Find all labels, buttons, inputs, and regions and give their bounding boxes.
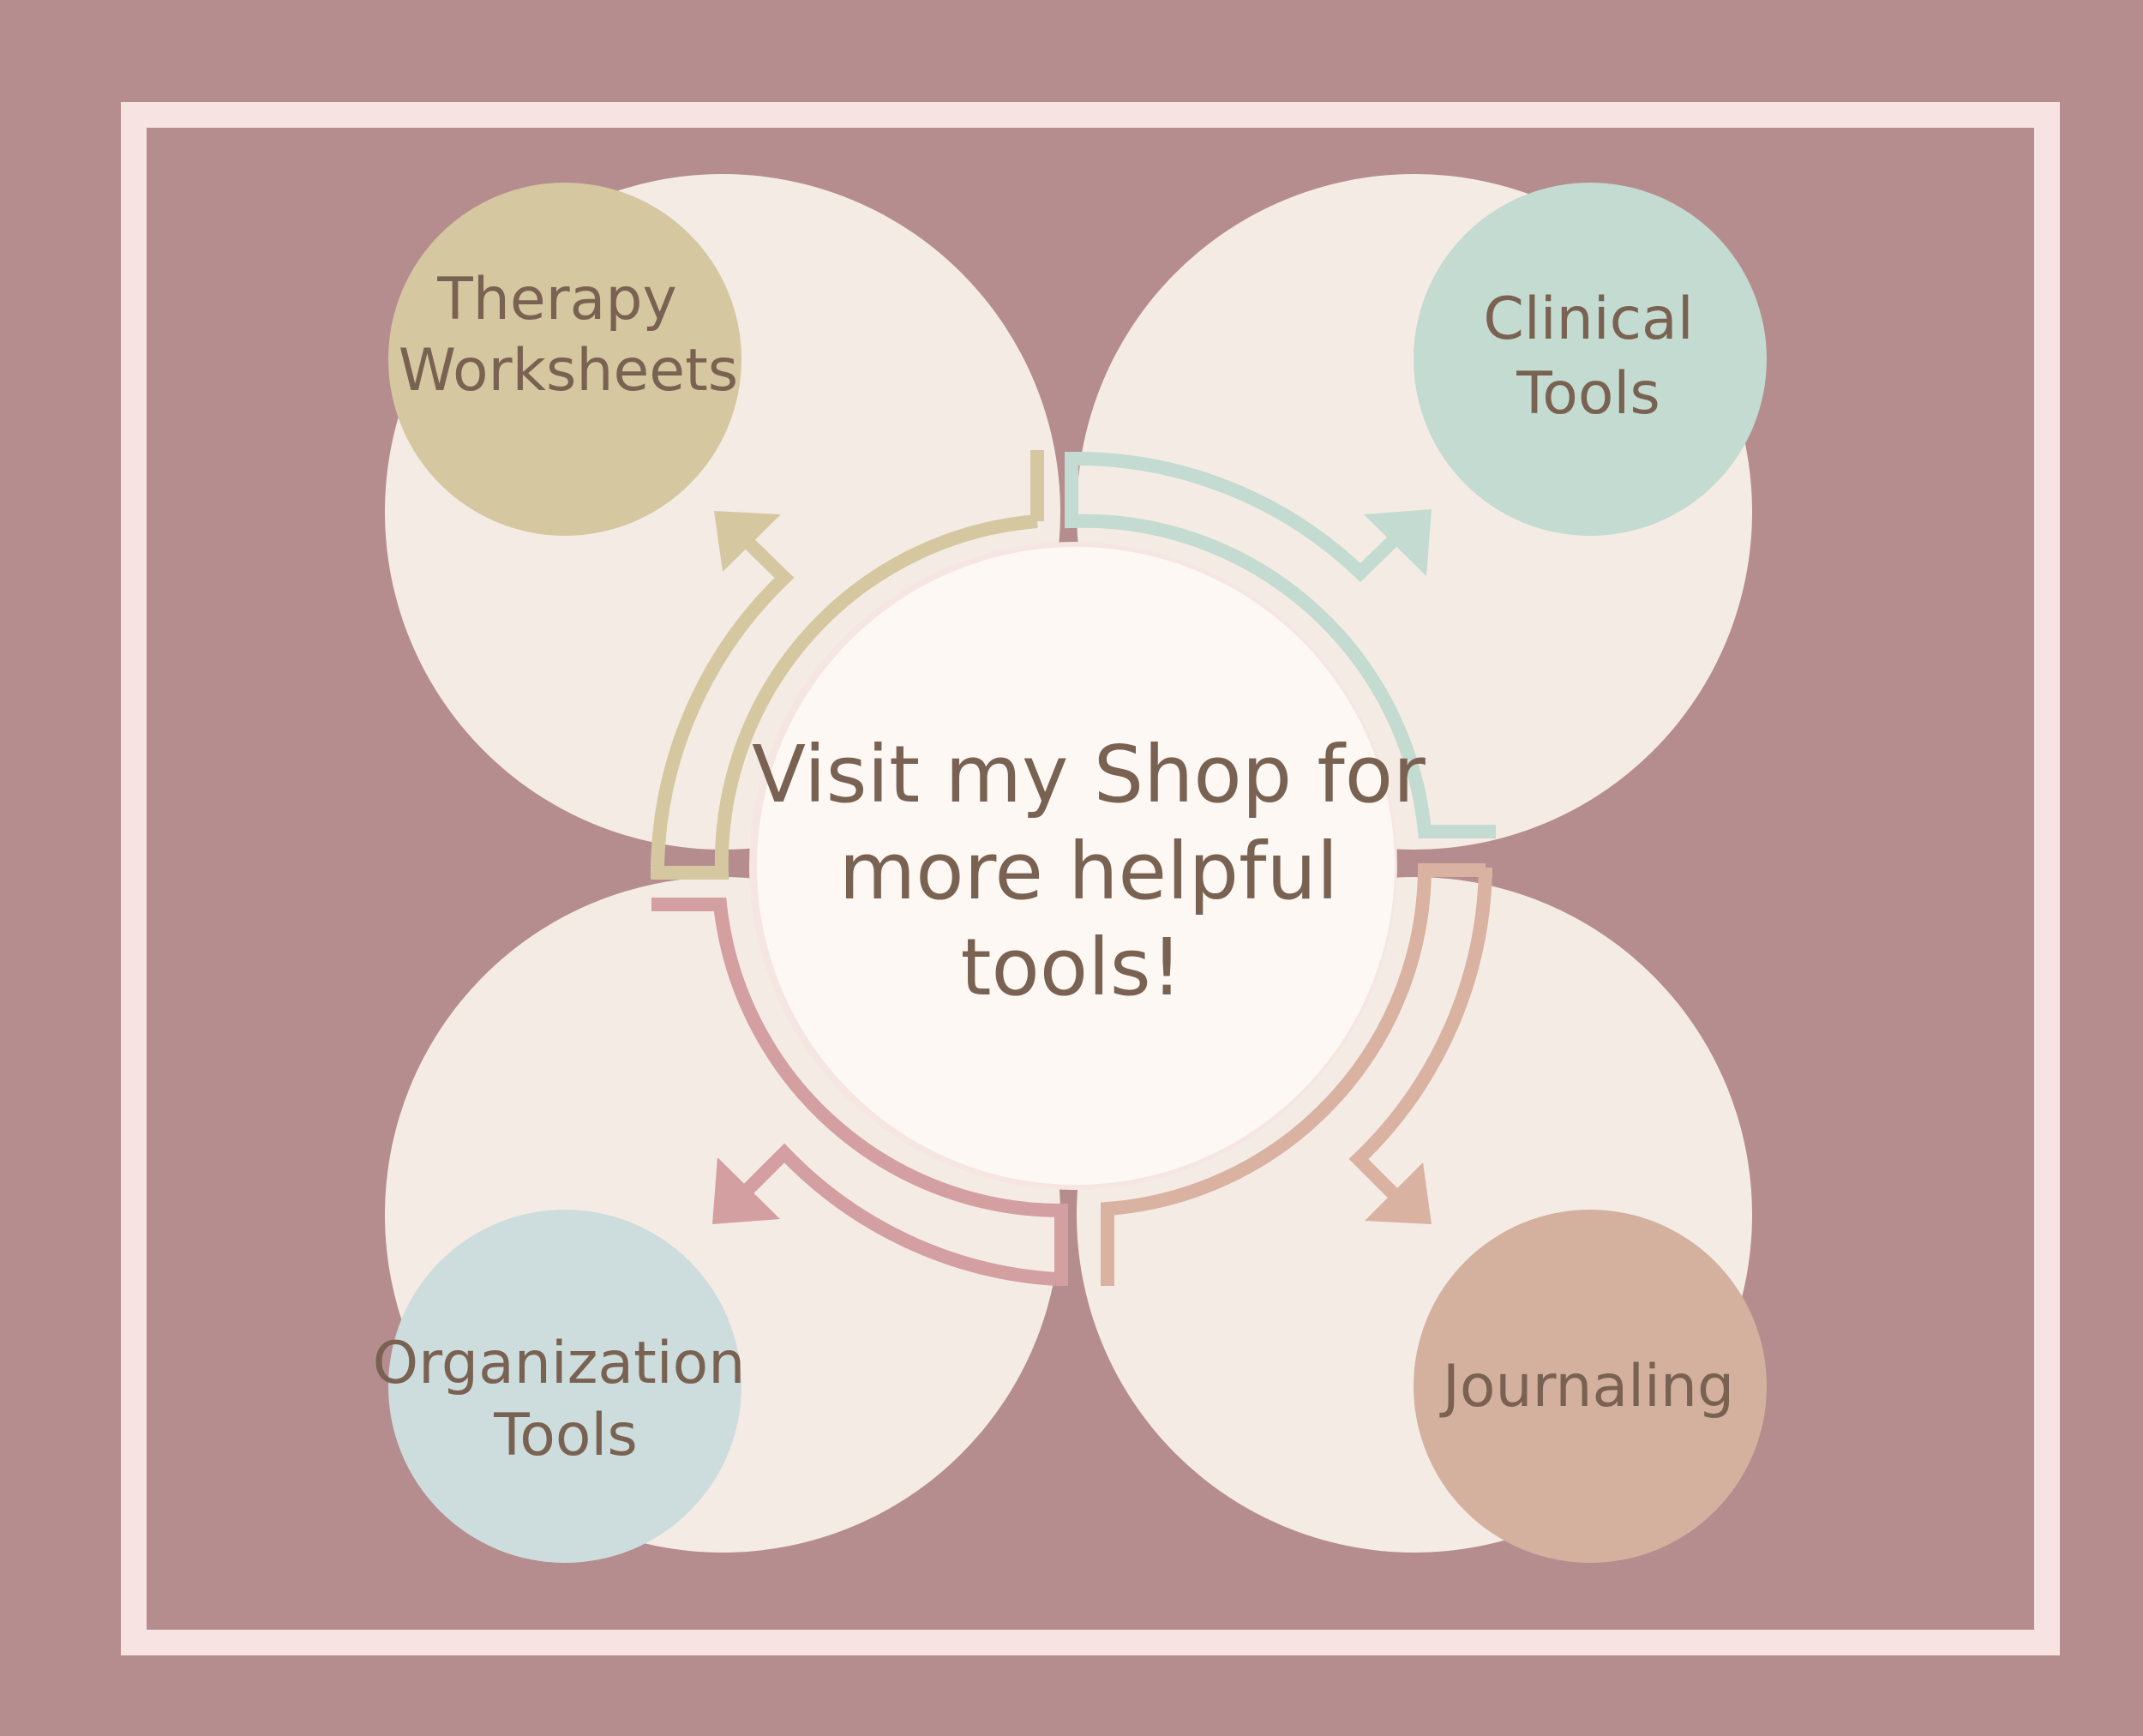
clinical-tools-label-line-2: Tools [1516, 360, 1660, 428]
topic-circle-organization-tools[interactable] [388, 1210, 741, 1563]
arrow-head-clinical [1364, 509, 1432, 576]
therapy-worksheets-label-line-2: Worksheets [399, 337, 738, 405]
arrow-head-journaling [1365, 1162, 1432, 1224]
arrow-journaling-connector [1101, 863, 1492, 1286]
center-line-1: Visit my Shop for [752, 729, 1426, 820]
center-text: Visit my Shop for more helpful tools! [752, 729, 1426, 1013]
arrow-organization-shaft [743, 1143, 1057, 1286]
topic-circle-journaling[interactable] [1414, 1210, 1767, 1563]
arrow-head-organization [712, 1157, 780, 1224]
topic-circle-therapy-worksheets[interactable] [388, 183, 741, 536]
topic-circle-clinical-tools[interactable] [1414, 183, 1767, 536]
arrow-therapy-connector [651, 450, 1044, 880]
frame-border [121, 102, 2060, 1655]
arrow-journaling [1101, 863, 1492, 1286]
arrow-therapy-shaft [651, 537, 795, 867]
arrow-organization-tools [651, 898, 1068, 1286]
clinical-tools-label-line-1: Clinical [1483, 285, 1693, 353]
center-line-2: more helpful [839, 826, 1339, 917]
organization-tools-label-line-2: Tools [493, 1402, 638, 1469]
arrow-clinical-connector [1065, 452, 1496, 838]
journaling-label: Journaling [1439, 1353, 1734, 1421]
center-circle[interactable] [757, 547, 1395, 1185]
arrow-head-therapy [714, 511, 781, 572]
arrow-journaling-shaft [1348, 867, 1492, 1201]
arrow-organization-connector [651, 898, 1068, 1286]
center-line-3: tools! [960, 922, 1182, 1013]
organization-tools-label-line-1: Organization [373, 1330, 746, 1397]
topic-labels: Therapy Worksheets Clinical Tools Organi… [373, 266, 1735, 1469]
arrow-clinical-shaft [1081, 452, 1402, 583]
arrow-clinical-tools [1065, 452, 1496, 838]
therapy-worksheets-label-line-1: Therapy [436, 266, 677, 333]
